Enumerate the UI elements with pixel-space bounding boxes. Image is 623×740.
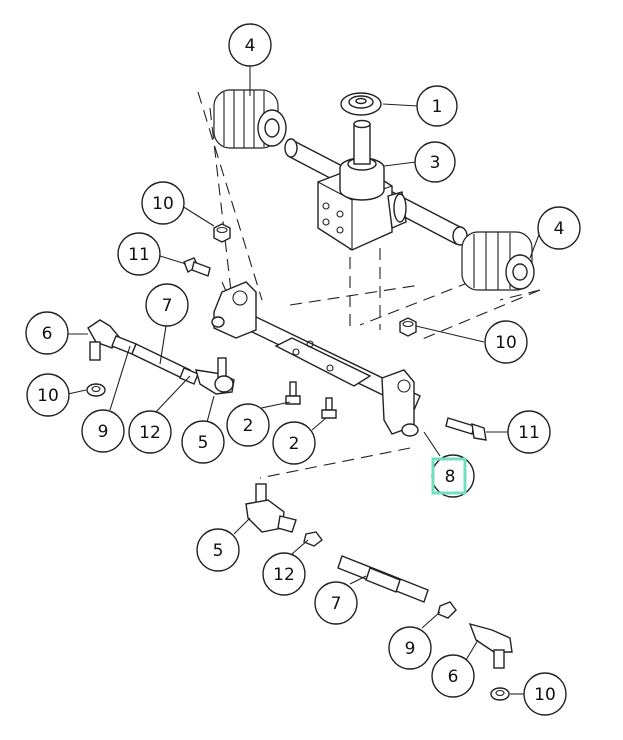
callout-11-b: 11 (507, 410, 551, 454)
svg-text:5: 5 (213, 541, 224, 561)
svg-text:3: 3 (430, 153, 441, 173)
washer-left (86, 383, 106, 397)
callout-6-a: 6 (25, 311, 69, 355)
callout-10-b: 10 (26, 373, 70, 417)
leader-lines (67, 66, 541, 695)
callout-9-b: 9 (388, 626, 432, 670)
svg-text:11: 11 (518, 423, 540, 443)
callout-4-right: 4 (537, 206, 581, 250)
screw-a (285, 381, 301, 405)
svg-text:2: 2 (289, 434, 300, 454)
steering-rack-housing (284, 119, 468, 251)
callout-10-c: 10 (484, 320, 528, 364)
svg-text:4: 4 (554, 219, 565, 239)
callout-12-a: 12 (128, 410, 172, 454)
seal-washer (340, 92, 382, 116)
mounting-frame (211, 281, 421, 437)
svg-text:5: 5 (198, 433, 209, 453)
callout-8: 8 (431, 454, 475, 498)
svg-text:6: 6 (42, 324, 53, 344)
svg-text:2: 2 (243, 416, 254, 436)
svg-text:1: 1 (432, 97, 443, 117)
flange-nut-right (399, 317, 417, 337)
callout-9-a: 9 (81, 409, 125, 453)
callout-2-a: 2 (226, 403, 270, 447)
callout-6-b: 6 (431, 654, 475, 698)
callout-12-b: 12 (262, 552, 306, 596)
callout-10-a: 10 (141, 181, 185, 225)
bolt-right (445, 417, 487, 441)
svg-text:6: 6 (448, 667, 459, 687)
washer-lower (490, 687, 510, 701)
callout-2-b: 2 (272, 421, 316, 465)
svg-text:10: 10 (152, 194, 174, 214)
bellows-boot-right (461, 231, 535, 291)
callout-11-a: 11 (117, 232, 161, 276)
callout-1: 1 (416, 85, 458, 127)
svg-text:10: 10 (495, 333, 517, 353)
callout-5-a: 5 (181, 420, 225, 464)
svg-text:9: 9 (405, 639, 416, 659)
bolt-upper-left (183, 257, 211, 277)
screw-b (321, 397, 337, 419)
svg-text:7: 7 (162, 296, 173, 316)
callout-3: 3 (414, 141, 456, 183)
svg-text:8: 8 (445, 467, 456, 487)
svg-text:9: 9 (98, 422, 109, 442)
flange-nut-upper (213, 223, 231, 243)
svg-text:12: 12 (273, 565, 295, 585)
assembly-dashed-lines (197, 91, 541, 479)
callout-7-a: 7 (145, 283, 189, 327)
svg-text:10: 10 (37, 386, 59, 406)
callout-8-highlight (431, 457, 467, 495)
bellows-boot-upper-left (213, 89, 287, 149)
callout-4-upper: 4 (228, 23, 272, 67)
svg-text:10: 10 (534, 685, 556, 705)
svg-text:7: 7 (331, 594, 342, 614)
svg-text:4: 4 (245, 36, 256, 56)
svg-text:12: 12 (139, 423, 161, 443)
callout-5-b: 5 (196, 528, 240, 572)
callout-10-d: 10 (523, 672, 567, 716)
tie-rod-lower (245, 483, 513, 669)
callout-7-b: 7 (314, 581, 358, 625)
svg-text:11: 11 (128, 245, 150, 265)
tie-rod-left (87, 319, 235, 395)
